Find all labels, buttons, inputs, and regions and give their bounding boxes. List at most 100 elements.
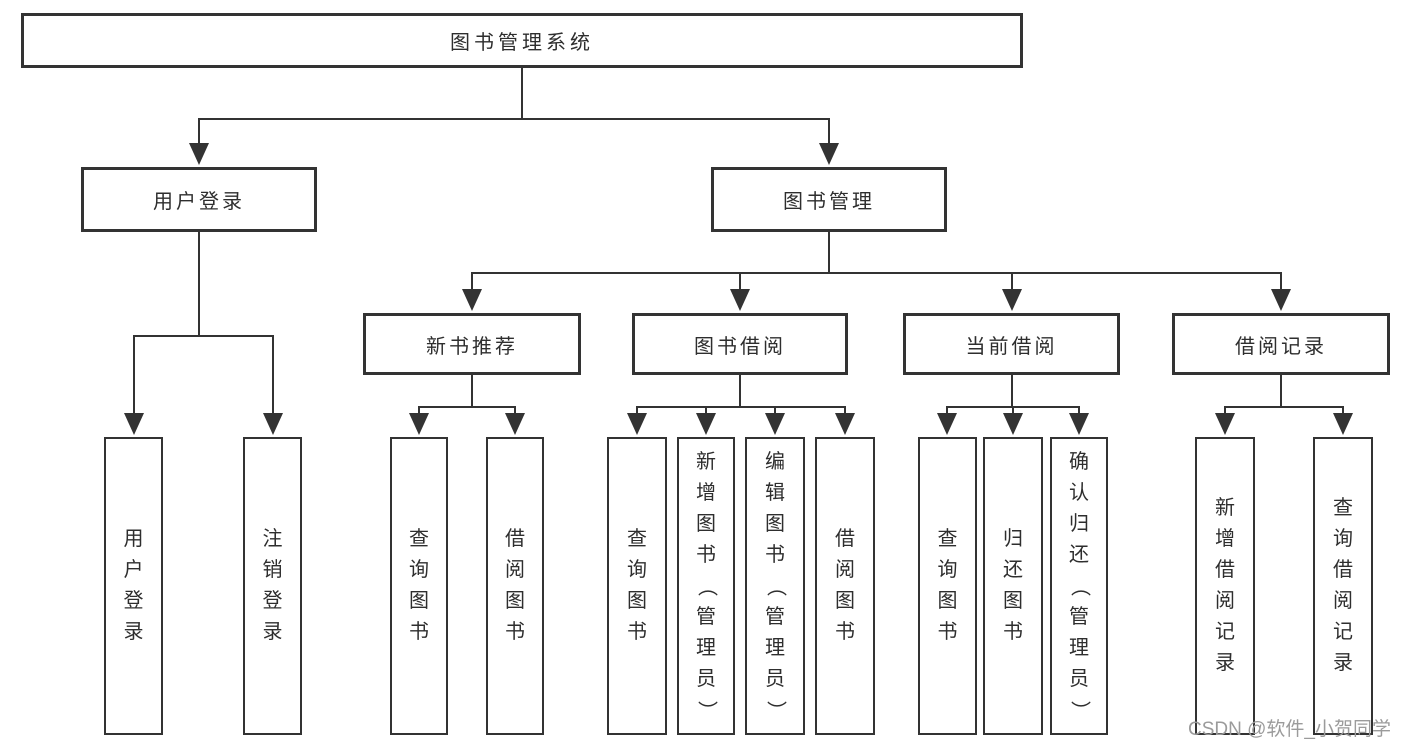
vertical-char: 书 [409,621,429,643]
arrowhead-down-icon [124,413,144,435]
vertical-char: 查 [409,528,429,550]
connector-drop-line [521,68,523,120]
node-label: 归还图书 [985,439,1041,733]
vertical-char: 管 [1069,605,1089,628]
connector-stub-line [514,406,516,419]
connector-rail [418,406,516,408]
connector-stub-line [1011,272,1013,295]
arrowhead-down-icon [819,143,839,165]
node-label: 查询图书 [920,439,975,733]
vertical-char: 书 [627,621,647,643]
arrowhead-down-icon [627,413,647,435]
vertical-char: 借 [1215,559,1235,581]
arrowhead-down-icon [1271,289,1291,311]
connector-stub-line [1012,406,1014,419]
node-book-borrowing: 图书借阅 [632,313,848,375]
vertical-char: 录 [1333,652,1353,674]
arrowhead-down-icon [462,289,482,311]
csdn-watermark: CSDN @软件_小贺同学 [1188,719,1391,740]
connector-rail [1224,406,1344,408]
vertical-char: 图 [835,590,855,612]
arrowhead-down-icon [696,413,716,435]
node-label: 查询图书 [392,439,446,733]
connector-stub-line [1280,272,1282,295]
node-label: 编辑图书（管理员） [747,439,803,733]
vertical-char: 图 [505,590,525,612]
vertical-char: 员 [1069,667,1089,690]
node-label: 用户登录 [153,191,245,213]
leaf-confirm-return-admin: 确认归还（管理员） [1050,437,1108,735]
vertical-char: 录 [262,621,283,643]
node-user-login: 用户登录 [81,167,317,232]
leaf-edit-books-admin: 编辑图书（管理员） [745,437,805,735]
connector-stub-line [471,272,473,295]
leaf-logout: 注销登录 [243,437,302,735]
vertical-char: 管 [696,605,716,628]
vertical-char: 书 [505,621,525,643]
node-label: 借阅图书 [488,439,542,733]
leaf-query-books-borrowing: 查询图书 [607,437,667,735]
vertical-char: 图 [1003,590,1023,612]
connector-drop-line [1011,375,1013,408]
arrowhead-down-icon [409,413,429,435]
vertical-char: 录 [1215,652,1235,674]
vertical-char: 阅 [1333,590,1353,612]
connector-rail [636,406,846,408]
connector-stub-line [636,406,638,419]
vertical-char: 销 [262,559,283,581]
arrowhead-down-icon [1003,413,1023,435]
vertical-char: 查 [1333,497,1353,519]
vertical-char: ） [695,700,718,720]
leaf-add-borrow-record: 新增借阅记录 [1195,437,1255,735]
arrowhead-down-icon [730,289,750,311]
connector-stub-line [198,118,200,149]
vertical-char: 询 [409,559,429,581]
connector-drop-line [198,232,200,337]
vertical-char: （ [1068,576,1091,596]
node-label: 新增借阅记录 [1197,439,1253,733]
vertical-char: 注 [262,528,283,550]
node-book-management: 图书管理 [711,167,947,232]
vertical-char: （ [695,576,718,596]
vertical-char: 书 [937,621,958,643]
vertical-char: 还 [1003,559,1023,581]
vertical-char: 记 [1215,621,1235,643]
vertical-char: ） [764,700,787,720]
node-label: 图书管理 [783,191,875,213]
node-label: 确认归还（管理员） [1052,439,1106,733]
vertical-char: 归 [1069,512,1089,535]
arrowhead-down-icon [1069,413,1089,435]
vertical-char: 理 [1069,636,1089,659]
vertical-char: 书 [835,621,855,643]
connector-stub-line [774,406,776,419]
connector-rail [471,272,1282,274]
vertical-char: 确 [1069,450,1089,473]
vertical-char: 书 [1003,621,1023,643]
vertical-char: 查 [627,528,647,550]
arrowhead-down-icon [1002,289,1022,311]
connector-drop-line [471,375,473,408]
node-label: 图书借阅 [694,335,786,358]
node-label: 借阅图书 [817,439,873,733]
vertical-char: 询 [1333,528,1353,550]
vertical-char: 还 [1069,543,1089,566]
connector-stub-line [739,272,741,295]
connector-stub-line [1224,406,1226,419]
vertical-char: 管 [765,605,785,628]
vertical-char: 阅 [1215,590,1235,612]
leaf-user-login: 用户登录 [104,437,163,735]
arrowhead-down-icon [189,143,209,165]
vertical-char: 录 [123,621,144,643]
arrowhead-down-icon [1333,413,1353,435]
vertical-char: 理 [696,636,716,659]
vertical-char: 用 [123,528,144,550]
node-label: 用户登录 [106,439,161,733]
connector-stub-line [1342,406,1344,419]
node-library-management-system: 图书管理系统 [21,13,1023,68]
node-label: 借阅记录 [1235,335,1327,358]
vertical-char: 记 [1333,621,1353,643]
node-current-borrowing: 当前借阅 [903,313,1120,375]
node-label: 新书推荐 [426,335,518,358]
vertical-char: 查 [937,528,958,550]
